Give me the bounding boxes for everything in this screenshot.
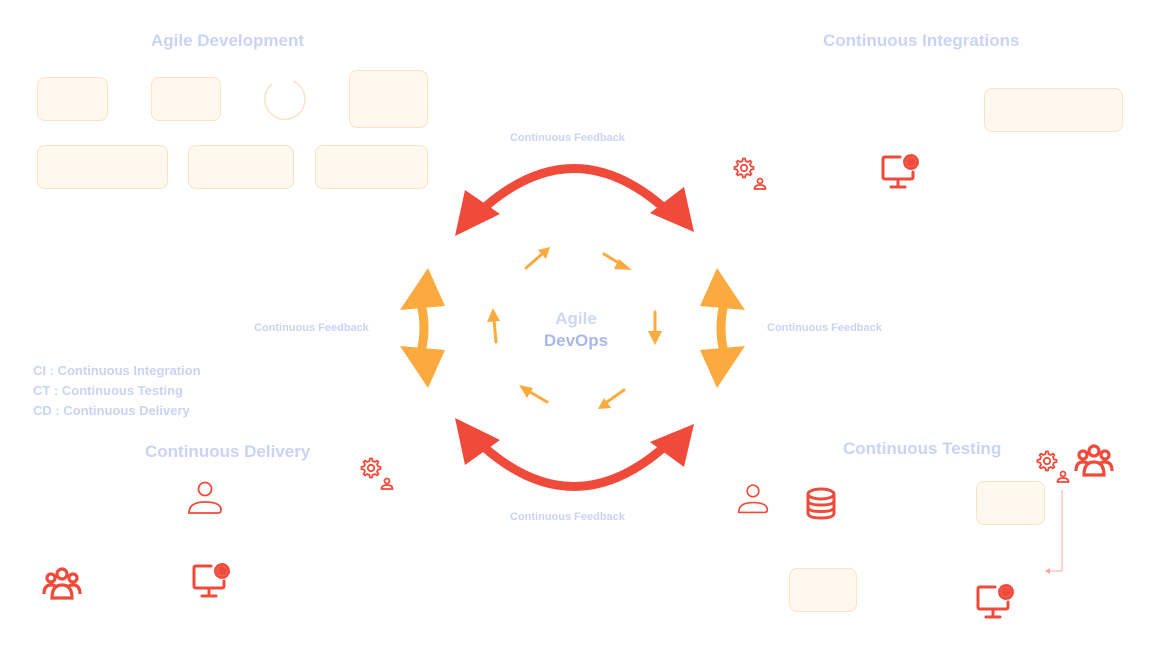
- legend-ci: CI : Continuous Integration: [33, 363, 201, 378]
- continuous-testing-title: Continuous Testing: [843, 439, 1002, 458]
- users-group-icon: [1073, 443, 1115, 479]
- faded-box: [976, 481, 1045, 525]
- inner-arrow-2: [602, 252, 632, 270]
- gear-user-icon: [360, 457, 396, 493]
- bottom-red-feedback-arrow: [455, 418, 694, 491]
- inner-arrow-5: [519, 385, 549, 404]
- connector-line: [1045, 490, 1063, 574]
- monitor-gear-icon: [975, 583, 1017, 623]
- faded-box: [37, 77, 108, 121]
- top-red-feedback-arrow: [455, 164, 694, 236]
- faded-box: [315, 145, 428, 189]
- inner-arrow-4: [598, 388, 626, 409]
- feedback-label-left: Continuous Feedback: [254, 322, 369, 334]
- feedback-label-top: Continuous Feedback: [510, 132, 625, 144]
- feedback-label-right: Continuous Feedback: [767, 322, 882, 334]
- faded-box: [188, 145, 294, 189]
- agile-development-title: Agile Development: [151, 31, 305, 50]
- center-label-line2: DevOps: [543, 331, 609, 350]
- right-orange-feedback-arrow: [700, 268, 745, 388]
- left-orange-feedback-arrow: [400, 268, 445, 388]
- database-icon: [804, 487, 838, 521]
- user-icon: [736, 482, 770, 516]
- continuous-integrations-title: Continuous Integrations: [823, 31, 1020, 50]
- legend-ct: CT : Continuous Testing: [33, 383, 183, 398]
- users-group-icon: [41, 566, 83, 602]
- faded-box: [984, 88, 1123, 132]
- monitor-gear-icon: [880, 153, 922, 193]
- faded-box: [789, 568, 857, 612]
- inner-arrow-1: [524, 247, 550, 270]
- center-label-line1: Agile: [555, 309, 597, 328]
- abbreviation-legend: CI : Continuous Integration CT : Continu…: [33, 361, 201, 421]
- inner-arrow-3: [648, 310, 662, 345]
- feedback-label-bottom: Continuous Feedback: [510, 511, 625, 523]
- continuous-delivery-title: Continuous Delivery: [145, 442, 311, 461]
- inner-arrow-6: [487, 308, 500, 344]
- loading-spinner-icon: [263, 76, 307, 121]
- user-icon: [186, 480, 224, 516]
- legend-cd: CD : Continuous Delivery: [33, 403, 190, 418]
- faded-box: [151, 77, 221, 121]
- faded-box: [349, 70, 428, 128]
- inner-cycle-arrows: [487, 247, 662, 409]
- monitor-gear-icon: [191, 562, 233, 602]
- center-label: Agile DevOps: [526, 308, 626, 352]
- gear-user-icon: [1036, 450, 1072, 486]
- gear-user-icon: [733, 157, 769, 193]
- faded-box: [37, 145, 168, 189]
